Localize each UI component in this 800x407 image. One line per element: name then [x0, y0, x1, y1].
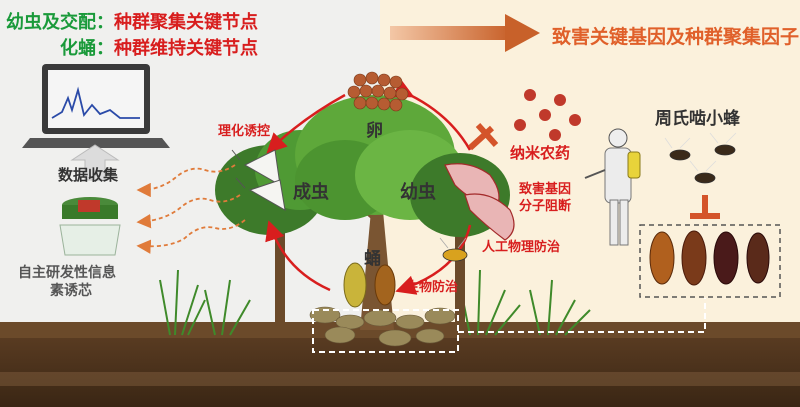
header-line1-text: 种群聚集关键节点	[114, 12, 258, 33]
header-line2-text: 种群维持关键节点	[114, 38, 258, 59]
label-gene-block-1: 致害基因	[519, 182, 572, 197]
label-data-collection: 数据收集	[58, 166, 119, 184]
leaf-litter	[309, 306, 456, 347]
laptop	[22, 64, 170, 148]
header-line2-prefix: 化蛹：	[60, 38, 114, 59]
lure-waves	[136, 164, 246, 254]
wasps	[664, 132, 737, 184]
pheromone-trap	[59, 197, 121, 256]
right-title: 致害关键基因及种群聚集因子	[552, 26, 800, 48]
label-pupa: 蛹	[364, 249, 381, 269]
label-biological: 生物防治	[406, 280, 459, 295]
box-connector	[458, 298, 706, 333]
main-direction-arrow	[390, 14, 540, 52]
parasitized-pupae	[649, 230, 770, 286]
sprayer-person	[584, 128, 641, 246]
egg-cluster	[347, 71, 409, 112]
label-manual-physical: 人工物理防治	[482, 240, 561, 255]
larva-caterpillar	[444, 163, 515, 241]
soil-ground	[0, 322, 800, 407]
label-nano-pesticide: 纳米农药	[510, 144, 571, 162]
header-line1-prefix: 幼虫及交配：	[6, 12, 114, 33]
nano-particles	[514, 89, 581, 141]
data-arrow	[70, 144, 120, 181]
label-gene-block-2: 分子阻断	[519, 199, 572, 214]
hornet	[439, 237, 468, 262]
lifecycle-arrows	[265, 79, 472, 295]
label-physchem-lure: 理化诱控	[218, 124, 271, 139]
pupae	[343, 262, 396, 308]
label-lure-2: 素诱芯	[50, 283, 92, 299]
label-egg: 卵	[366, 121, 383, 141]
wasp-pupae-box	[639, 224, 781, 298]
label-wasp: 周氏啮小蜂	[655, 109, 740, 129]
label-lure-1: 自主研发性信息	[18, 265, 116, 281]
label-larva: 幼虫	[400, 182, 436, 203]
adult-moth	[231, 149, 286, 211]
nano-inhibit-symbol	[467, 122, 499, 151]
label-adult: 成虫	[293, 182, 329, 203]
wasp-inhibit-symbol	[690, 195, 720, 219]
